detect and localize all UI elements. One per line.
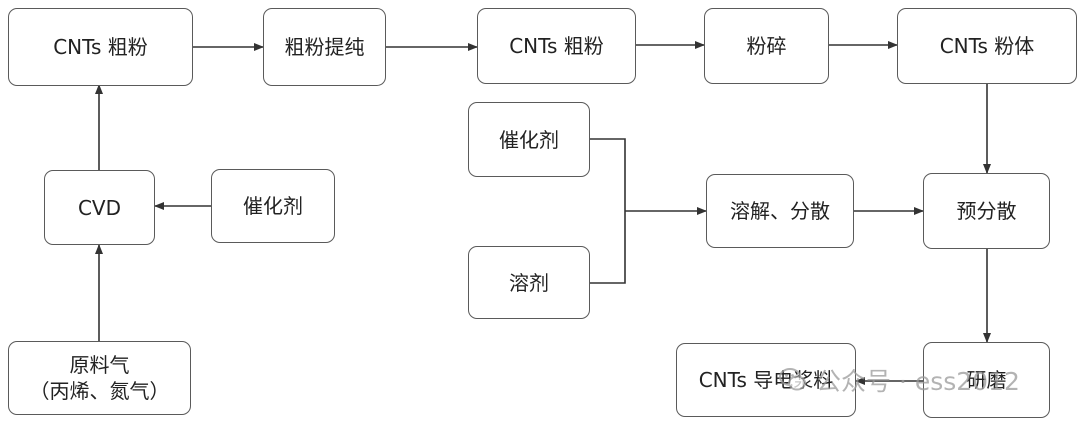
node-cnt-crude-left: CNTs 粗粉 — [8, 8, 193, 86]
node-label: 研磨 — [966, 368, 1007, 392]
node-purify: 粗粉提纯 — [263, 8, 386, 86]
node-catalyst-left: 催化剂 — [211, 169, 335, 243]
node-label: CNTs 导电浆料 — [698, 368, 834, 392]
node-dissolve: 溶解、分散 — [706, 174, 854, 248]
node-solvent: 溶剂 — [468, 246, 590, 319]
node-label: CNTs 粗粉 — [509, 34, 604, 58]
node-label: 预分散 — [956, 199, 1017, 223]
node-label: 粗粉提纯 — [284, 35, 365, 59]
node-crush: 粉碎 — [704, 8, 829, 84]
node-cnt-powder: CNTs 粉体 — [897, 8, 1077, 84]
merge-catalyst-solvent — [590, 138, 626, 284]
node-label: 催化剂 — [243, 194, 303, 218]
node-label: 溶解、分散 — [730, 199, 830, 223]
node-grind: 研磨 — [923, 342, 1050, 418]
node-label: CNTs 粗粉 — [53, 35, 148, 59]
node-label: CVD — [77, 195, 122, 220]
node-label: 催化剂 — [499, 127, 559, 152]
node-catalyst-right: 催化剂 — [468, 102, 590, 177]
node-label: CNTs 粉体 — [939, 34, 1035, 58]
node-cvd: CVD — [44, 170, 155, 245]
node-label: 粉碎 — [746, 34, 787, 58]
node-label: 原料气 （丙烯、氮气） — [29, 353, 170, 403]
node-predisperse: 预分散 — [923, 173, 1050, 249]
node-feed-gas: 原料气 （丙烯、氮气） — [8, 341, 191, 415]
node-label: 溶剂 — [509, 270, 549, 295]
node-slurry: CNTs 导电浆料 — [676, 343, 856, 417]
node-cnt-crude-mid: CNTs 粗粉 — [477, 8, 636, 84]
